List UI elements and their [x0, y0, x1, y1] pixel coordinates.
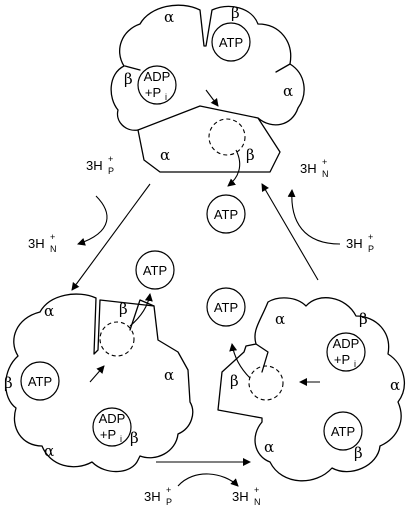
f1-head-bottom-right: ADP +P i ATP α β α β α β [217, 297, 405, 482]
f1-head-top: ATP ADP +P i α β α β α β [110, 4, 305, 187]
bottom-right-alpha-2: α [390, 376, 400, 394]
bottom-right-release-arrow [229, 343, 251, 379]
bottom-left-adp-label: ADP [99, 411, 126, 426]
proton-count-label: 3H [346, 236, 363, 251]
bottom-right-adp-label: ADP [333, 336, 360, 351]
bottom-left-alpha-2: α [164, 366, 174, 384]
bottom-left-pi-label: +P [100, 427, 116, 442]
f1-head-bottom-left: ATP ADP +P i α β α β α β [4, 293, 194, 473]
bottom-left-rotation-arrow [89, 365, 105, 383]
proton-flux-left [77, 195, 108, 246]
bottom-right-atp-circle [323, 411, 363, 451]
proton-side-n: N [50, 244, 57, 254]
top-beta-1: β [231, 4, 240, 22]
bottom-left-beta-1: β [119, 300, 128, 318]
bottom-right-beta-2: β [230, 372, 239, 390]
bottom-left-pi-subscript: i [120, 434, 122, 444]
cycle-arrow-top-to-bottom-left [71, 183, 151, 291]
bottom-left-atp-circle [20, 361, 60, 401]
proton-side-n: N [322, 169, 329, 179]
proton-flux-right [287, 189, 341, 245]
proton-label-top-right: 3H + N [300, 157, 329, 179]
top-alpha-1: α [164, 8, 174, 26]
released-atp-left-circle [135, 250, 175, 290]
proton-label-bottom-right: 3H + N [232, 485, 261, 506]
released-atp-top-circle [206, 194, 246, 234]
bottom-left-beta-pocket [129, 299, 155, 331]
bottom-right-f1-outline [217, 297, 405, 482]
top-adp-label: ADP [144, 69, 171, 84]
released-atp-left-label: ATP [143, 263, 167, 278]
proton-charge: + [50, 232, 55, 242]
proton-label-mid-left: 3H + N [28, 232, 57, 254]
bottom-left-atp-label: ATP [28, 374, 52, 389]
top-beta-3: β [246, 146, 255, 164]
bottom-left-alpha-3: α [44, 442, 54, 460]
proton-count-label: 3H [86, 158, 103, 173]
proton-count-label: 3H [28, 236, 45, 251]
proton-count-label: 3H [232, 489, 249, 504]
top-beta-pocket [137, 105, 259, 131]
bottom-left-f1-outline [5, 293, 194, 473]
released-atp-top-label: ATP [214, 207, 238, 222]
released-atp-right-circle [206, 287, 246, 327]
proton-charge: + [166, 485, 171, 495]
bottom-right-alpha-3: α [264, 438, 274, 456]
top-rotation-arrow [205, 89, 219, 107]
bottom-right-empty-site [248, 365, 284, 401]
top-alpha-2: α [283, 82, 293, 100]
bottom-right-alpha-1: α [275, 310, 285, 328]
proton-count-label: 3H [144, 489, 161, 504]
bottom-left-beta-2: β [4, 374, 13, 392]
bottom-right-pi-label: +P [334, 352, 350, 367]
top-atp-label: ATP [219, 35, 243, 50]
top-beta-2: β [124, 70, 133, 88]
proton-count-label: 3H [300, 161, 317, 176]
top-release-arrow [227, 149, 241, 187]
top-empty-site [208, 118, 246, 156]
proton-charge: + [108, 154, 113, 164]
top-pi-subscript: i [165, 92, 167, 102]
proton-side-p: P [368, 244, 374, 254]
bottom-right-pi-subscript: i [354, 359, 356, 369]
proton-charge: + [254, 485, 259, 495]
top-f1-outline [110, 4, 305, 173]
proton-flux-bottom [177, 473, 239, 487]
top-atp-circle [211, 22, 251, 62]
proton-side-n: N [254, 497, 261, 506]
proton-charge: + [322, 157, 327, 167]
proton-label-mid-right: 3H + P [346, 232, 374, 254]
bottom-left-release-arrow [129, 293, 153, 327]
bottom-right-beta-3: β [354, 444, 363, 462]
proton-side-p: P [166, 497, 172, 506]
proton-charge: + [368, 232, 373, 242]
released-atp-right-label: ATP [214, 300, 238, 315]
proton-side-p: P [108, 166, 114, 176]
bottom-left-adp-circle [92, 407, 132, 447]
bottom-right-atp-label: ATP [331, 424, 355, 439]
top-pi-label: +P [145, 85, 161, 100]
bottom-right-beta-1: β [359, 310, 368, 328]
bottom-right-beta-pocket [255, 343, 269, 373]
proton-label-bottom-left: 3H + P [144, 485, 172, 506]
bottom-left-alpha-1: α [44, 302, 54, 320]
top-adp-circle [137, 65, 177, 105]
bottom-right-adp-circle [326, 332, 366, 372]
proton-label-top-left: 3H + P [86, 154, 114, 176]
bottom-left-beta-3: β [130, 429, 139, 447]
top-alpha-3: α [160, 146, 170, 164]
cycle-arrow-bottom-right-to-top [261, 183, 319, 281]
top-alpha-notch [124, 63, 291, 73]
bottom-left-empty-site [99, 321, 135, 357]
